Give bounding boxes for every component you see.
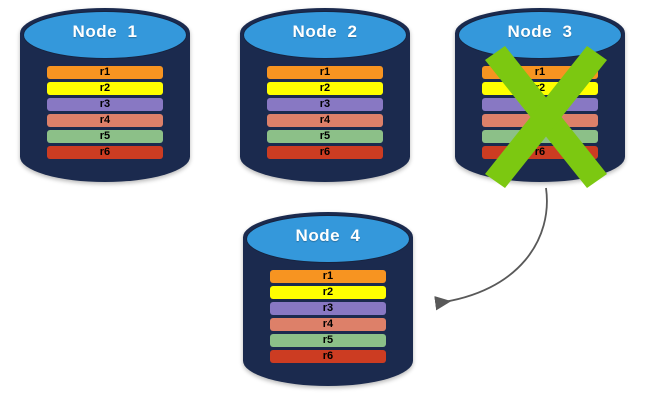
node-rows-1: r1 r2 r3 r4 r5 r6 (47, 66, 163, 160)
data-row[interactable]: r1 (47, 66, 163, 80)
node-rows-4: r1 r2 r3 r4 r5 r6 (270, 270, 386, 364)
data-row[interactable]: r3 (270, 302, 386, 316)
data-row[interactable]: r4 (270, 318, 386, 332)
node-rows-3: r1 r2 r3 r4 r5 r6 (482, 66, 598, 160)
cylinder-top-3 (457, 10, 623, 60)
cylinder-top-1 (22, 10, 188, 60)
data-row[interactable]: r5 (270, 334, 386, 348)
data-row[interactable]: r2 (47, 82, 163, 96)
data-row[interactable]: r1 (270, 270, 386, 284)
cylinder-top-4 (245, 214, 411, 264)
node-cylinder-3[interactable]: Node 3 r1 r2 r3 r4 r5 r6 (455, 8, 625, 188)
data-row[interactable]: r3 (482, 98, 598, 112)
data-row[interactable]: r6 (482, 146, 598, 160)
data-row[interactable]: r6 (47, 146, 163, 160)
data-row[interactable]: r1 (482, 66, 598, 80)
data-row[interactable]: r6 (267, 146, 383, 160)
data-row[interactable]: r5 (267, 130, 383, 144)
data-row[interactable]: r5 (482, 130, 598, 144)
node-cylinder-4[interactable]: Node 4 r1 r2 r3 r4 r5 r6 (243, 212, 413, 386)
data-row[interactable]: r4 (47, 114, 163, 128)
data-row[interactable]: r2 (267, 82, 383, 96)
data-row[interactable]: r1 (267, 66, 383, 80)
data-row[interactable]: r2 (270, 286, 386, 300)
cylinder-top-2 (242, 10, 408, 60)
node-rows-2: r1 r2 r3 r4 r5 r6 (267, 66, 383, 160)
data-row[interactable]: r5 (47, 130, 163, 144)
data-row[interactable]: r4 (267, 114, 383, 128)
data-row[interactable]: r4 (482, 114, 598, 128)
data-row[interactable]: r3 (267, 98, 383, 112)
node-cylinder-2[interactable]: Node 2 r1 r2 r3 r4 r5 r6 (240, 8, 410, 182)
data-row[interactable]: r2 (482, 82, 598, 96)
data-row[interactable]: r6 (270, 350, 386, 364)
node-cylinder-1[interactable]: Node 1 r1 r2 r3 r4 r5 r6 (20, 8, 190, 182)
data-row[interactable]: r3 (47, 98, 163, 112)
